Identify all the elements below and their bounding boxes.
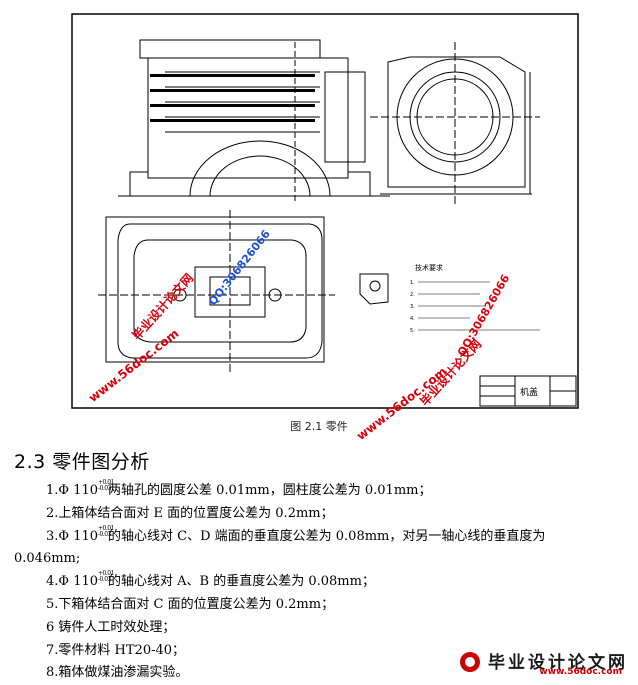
tolerance: +0.01-0.03 xyxy=(98,570,114,584)
tech-req-line: 1. xyxy=(410,280,415,286)
list-item: 7.零件材料 HT20-40； xyxy=(46,642,186,658)
footer-logo-url: www.56doc.com xyxy=(539,667,622,677)
tech-req-line: 2. xyxy=(410,292,415,298)
tolerance: +0.01-0.03 xyxy=(98,524,114,538)
figure-caption: 图 2.1 零件 xyxy=(290,420,348,433)
tolerance: +0.01-0.03 xyxy=(98,479,114,492)
engineering-drawing: 技术要求 1. 2. 3. 4. 5. 机盖 xyxy=(70,12,580,410)
list-item: 6 铸件人工时效处理； xyxy=(46,619,176,635)
tech-req-line: 5. xyxy=(410,328,415,334)
tech-requirements-title: 技术要求 xyxy=(415,263,443,272)
footer-logo-text: 毕业设计论文网 xyxy=(488,653,628,673)
tech-req-line: 4. xyxy=(410,316,415,322)
list-item: 5.下箱体结合面对 C 面的位置度公差为 0.2mm； xyxy=(46,596,335,612)
footer-logo: 毕业设计论文网 www.56doc.com xyxy=(458,648,628,678)
title-block-name: 机盖 xyxy=(520,386,538,398)
list-item-continuation: 0.046mm; xyxy=(14,551,81,567)
tech-req-line: 3. xyxy=(410,304,415,310)
list-item: 8.箱体做煤油渗漏实验。 xyxy=(46,665,189,681)
section-title: 2.3 零件图分析 xyxy=(14,451,150,473)
logo-mark-icon xyxy=(460,652,480,672)
list-item: 2.上箱体结合面对 E 面的位置度公差为 0.2mm； xyxy=(46,505,334,521)
